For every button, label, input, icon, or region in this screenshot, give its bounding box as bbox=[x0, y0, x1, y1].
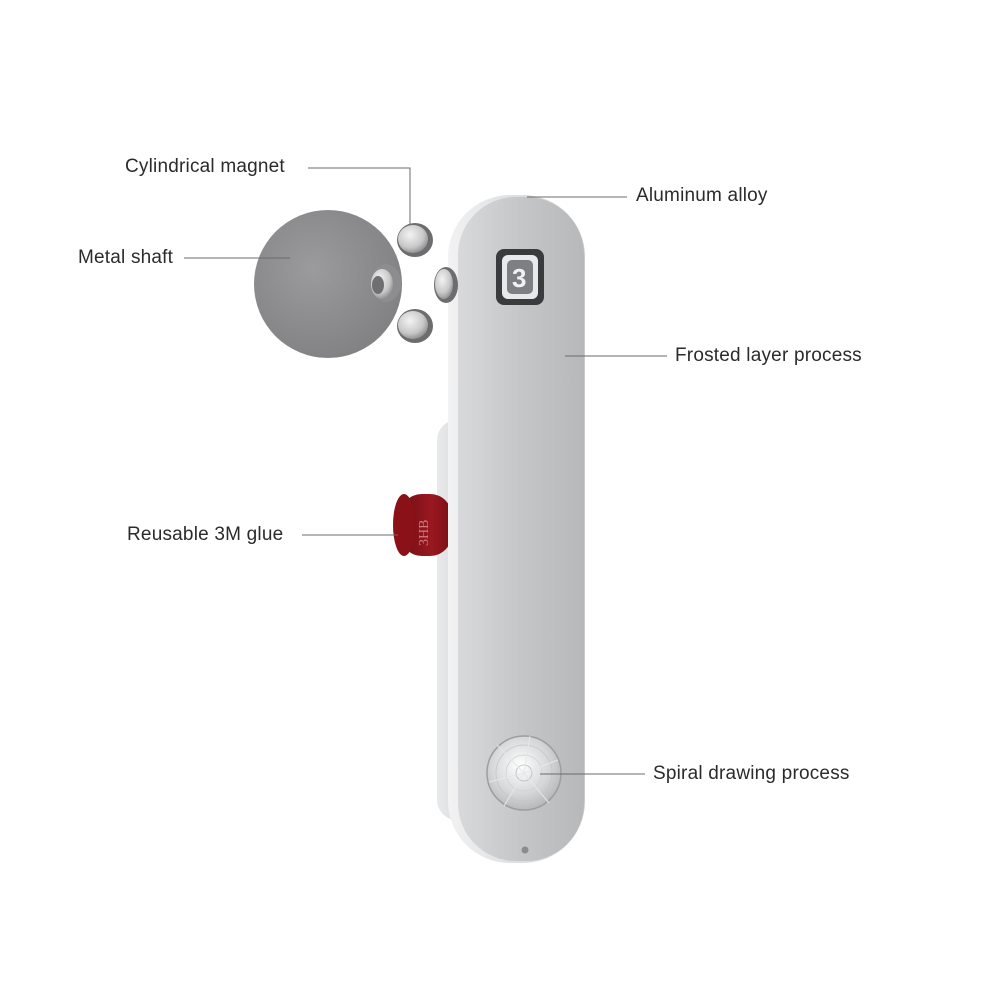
callout-spiral-drawing: Spiral drawing process bbox=[653, 763, 850, 784]
glue-pad-icon: 3HB bbox=[393, 494, 452, 556]
callout-reusable-glue: Reusable 3M glue bbox=[127, 524, 284, 545]
frosted-face bbox=[458, 197, 584, 861]
callout-cylindrical-magnet: Cylindrical magnet bbox=[125, 156, 285, 177]
cylindrical-magnet-icon bbox=[397, 309, 433, 343]
callout-lines bbox=[184, 167, 667, 775]
brand-logo-icon: 3 bbox=[496, 249, 544, 305]
glue-imprint: 3HB bbox=[417, 520, 432, 546]
callout-frosted-layer: Frosted layer process bbox=[675, 345, 862, 366]
callout-metal-shaft: Metal shaft bbox=[78, 247, 174, 268]
metal-shaft-icon bbox=[371, 264, 401, 302]
metal-plate-icon bbox=[254, 210, 402, 358]
cylindrical-magnet-icon bbox=[397, 223, 433, 257]
lanyard-hole bbox=[521, 846, 529, 854]
logo-glyph: 3 bbox=[512, 263, 526, 293]
callout-line-magnet bbox=[308, 167, 411, 225]
callout-aluminum-alloy: Aluminum alloy bbox=[636, 185, 768, 206]
cylindrical-magnet-icon bbox=[434, 267, 458, 303]
spiral-disc-icon bbox=[486, 735, 562, 811]
